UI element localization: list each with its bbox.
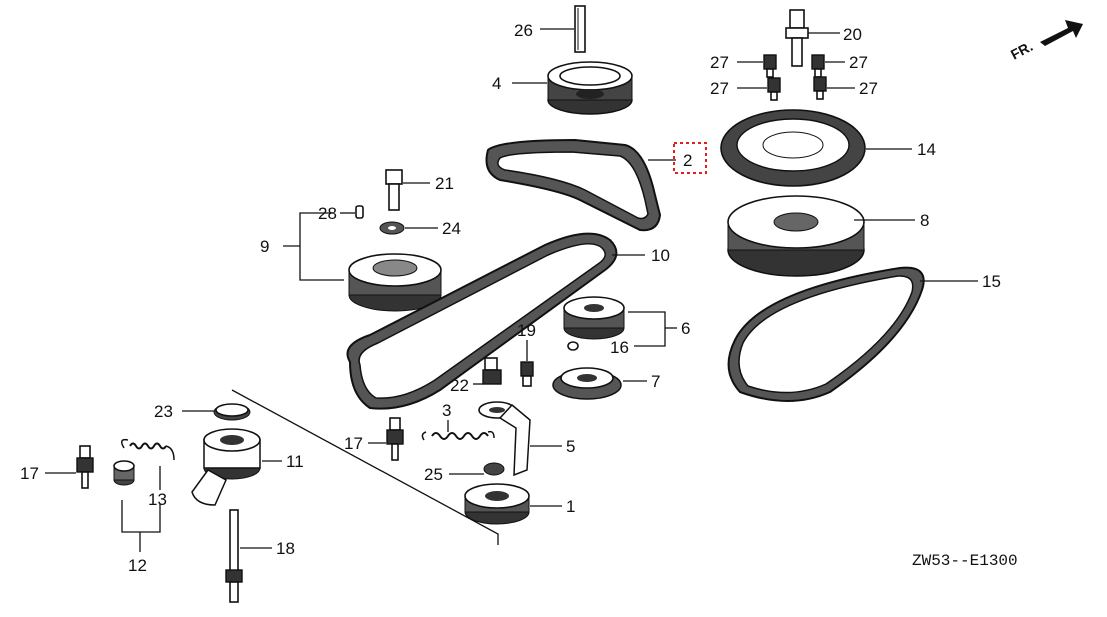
label-28: 28 <box>318 204 337 223</box>
part-10-belt <box>346 232 645 410</box>
label-11: 11 <box>286 452 304 471</box>
part-16-key <box>567 341 579 351</box>
part-7-gear <box>552 367 647 400</box>
label-20: 20 <box>843 25 862 44</box>
label-5: 5 <box>566 437 575 456</box>
label-6: 6 <box>681 319 690 338</box>
part-19-bolt <box>520 340 534 387</box>
part-13-spring <box>121 438 175 490</box>
label-15: 15 <box>982 272 1001 291</box>
label-16: 16 <box>610 338 629 357</box>
label-19: 19 <box>517 321 536 340</box>
part-20-bolt <box>785 9 840 67</box>
part-9-gear <box>283 212 442 312</box>
part-4-pulley <box>512 61 633 115</box>
label-26: 26 <box>514 21 533 40</box>
part-11-tensioner <box>191 428 282 506</box>
part-2-belt <box>485 138 676 232</box>
front-arrow-label: FR. <box>1008 38 1035 63</box>
label-1: 1 <box>566 497 575 516</box>
label-27-d: 27 <box>859 79 878 98</box>
label-27-c: 27 <box>710 79 729 98</box>
part-25-washer <box>449 462 505 476</box>
highlight-box <box>673 142 707 174</box>
part-23-washer <box>182 403 251 421</box>
label-21: 21 <box>435 174 454 193</box>
label-18: 18 <box>276 539 295 558</box>
assembly-bracket <box>231 389 499 545</box>
label-12: 12 <box>128 556 147 575</box>
part-12-bracket <box>121 500 161 533</box>
part-17-bolt-left <box>45 445 94 489</box>
label-27-b: 27 <box>849 53 868 72</box>
front-arrow-icon: FR. <box>1008 20 1083 63</box>
label-2: 2 <box>683 151 692 170</box>
part-22-nut <box>473 357 502 385</box>
part-24-washer <box>379 221 438 235</box>
label-24: 24 <box>442 219 461 238</box>
label-17-left: 17 <box>20 464 39 483</box>
label-10: 10 <box>651 246 670 265</box>
diagram-code: ZW53--E1300 <box>912 552 1018 570</box>
part-21-bolt <box>385 169 430 211</box>
label-14: 14 <box>917 140 936 159</box>
part-15-vbelt <box>727 266 978 402</box>
part-14-fan <box>720 109 912 187</box>
label-22: 22 <box>450 376 469 395</box>
part-18-stud <box>225 509 272 603</box>
label-8: 8 <box>920 211 929 230</box>
label-27-a: 27 <box>710 53 729 72</box>
label-23: 23 <box>154 402 173 421</box>
part-17-bolt-center <box>368 417 404 461</box>
label-7: 7 <box>651 372 660 391</box>
label-25: 25 <box>424 465 443 484</box>
label-4: 4 <box>492 74 501 93</box>
part-13-collar <box>113 460 135 486</box>
part-27-bolts <box>737 54 855 101</box>
part-5-arm <box>478 401 562 477</box>
part-1-pulley <box>464 483 562 525</box>
part-28-pin <box>340 205 364 219</box>
part-6-gear <box>563 296 677 347</box>
label-17-center: 17 <box>344 434 363 453</box>
label-9: 9 <box>260 237 269 256</box>
part-26-shaft <box>540 5 586 53</box>
label-13: 13 <box>148 490 167 509</box>
label-3: 3 <box>442 401 451 420</box>
part-8-pulley <box>727 195 915 277</box>
part-3-spring <box>421 420 495 441</box>
